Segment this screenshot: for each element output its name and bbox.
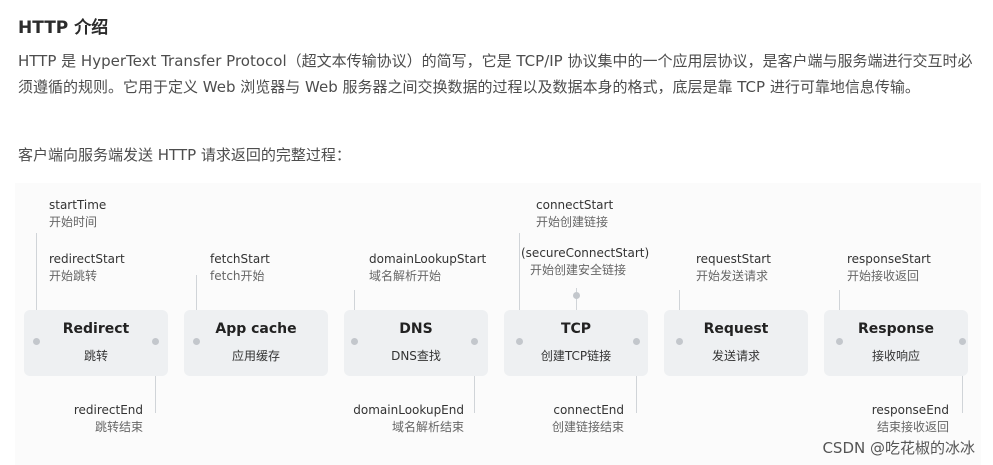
- event-desc: 开始时间: [49, 215, 98, 229]
- stage-redirect: Redirect 跳转: [24, 310, 168, 376]
- stage-dns: DNS DNS查找: [344, 310, 488, 376]
- event-response-start: responseStart 开始接收返回: [847, 251, 931, 285]
- process-intro-paragraph: 客户端向服务端发送 HTTP 请求返回的完整过程：: [18, 146, 351, 164]
- event-domain-lookup-start: domainLookupStart 域名解析开始: [369, 251, 486, 285]
- event-name: responseStart: [847, 252, 931, 266]
- event-name: requestStart: [696, 252, 771, 266]
- event-name: domainLookupStart: [369, 252, 487, 266]
- timing-dot: [152, 338, 159, 345]
- timing-dot: [351, 338, 358, 345]
- stage-subtitle: DNS查找: [391, 349, 441, 363]
- stage-title: Redirect: [62, 321, 130, 337]
- timeline-line-dns-end: [474, 341, 475, 413]
- timeline-line-response-end: [962, 341, 963, 413]
- page-title: HTTP 介绍: [18, 18, 109, 38]
- stage-subtitle: 接收响应: [871, 349, 920, 363]
- event-name: redirectStart: [49, 252, 125, 266]
- stage-request: Request 发送请求: [664, 310, 808, 376]
- stage-title: TCP: [560, 321, 592, 337]
- event-name: connectStart: [536, 198, 614, 212]
- timing-dot: [573, 292, 580, 299]
- event-connect-start: connectStart 开始创建链接: [536, 197, 613, 231]
- event-secure-connect-start: (secureConnectStart) 开始创建安全链接: [521, 245, 650, 279]
- timing-dot: [959, 338, 966, 345]
- event-name: domainLookupEnd: [353, 403, 464, 417]
- event-desc: 开始发送请求: [696, 269, 769, 283]
- timeline-line-redirect-end: [155, 341, 156, 413]
- intro-paragraph: HTTP 是 HyperText Transfer Protocol（超文本传输…: [18, 52, 973, 96]
- stage-subtitle: 创建TCP链接: [540, 349, 612, 363]
- stage-title: Request: [703, 321, 769, 337]
- event-desc: 创建链接结束: [551, 420, 624, 434]
- event-redirect-end: redirectEnd 跳转结束: [74, 402, 143, 436]
- timing-dot: [633, 338, 640, 345]
- stage-subtitle: 发送请求: [711, 349, 760, 363]
- event-response-end: responseEnd 结束接收返回: [872, 402, 949, 436]
- event-name: connectEnd: [553, 403, 624, 417]
- event-desc: 开始跳转: [49, 269, 98, 283]
- timeline-line-fetch: [196, 275, 197, 341]
- timing-dot: [676, 338, 683, 345]
- event-fetch-start: fetchStart fetch开始: [210, 251, 270, 285]
- timing-dot: [516, 338, 523, 345]
- event-name: startTime: [49, 198, 107, 212]
- stage-tcp: TCP 创建TCP链接: [504, 310, 648, 376]
- timing-dot: [836, 338, 843, 345]
- timeline-line-start: [36, 233, 37, 341]
- stage-title: Response: [857, 321, 935, 337]
- timeline-line-connect-end: [636, 341, 637, 413]
- event-redirect-start: redirectStart 开始跳转: [49, 251, 125, 285]
- event-start-time: startTime 开始时间: [49, 197, 106, 231]
- timing-dot: [471, 338, 478, 345]
- stage-subtitle: 跳转: [83, 349, 108, 363]
- event-domain-lookup-end: domainLookupEnd 域名解析结束: [353, 402, 464, 436]
- timing-dot: [33, 338, 40, 345]
- csdn-watermark: CSDN @吃花椒的冰冰: [822, 439, 975, 457]
- event-desc: 跳转结束: [94, 420, 143, 434]
- stage-subtitle: 应用缓存: [231, 349, 280, 363]
- event-desc: 结束接收返回: [876, 420, 949, 434]
- stage-response: Response 接收响应: [824, 310, 968, 376]
- timeline-line-secure: [576, 288, 577, 310]
- event-connect-end: connectEnd 创建链接结束: [552, 402, 624, 436]
- stage-title: App cache: [215, 321, 297, 337]
- stage-app-cache: App cache 应用缓存: [184, 310, 328, 376]
- event-name: (secureConnectStart): [521, 246, 650, 260]
- timing-dot: [193, 338, 200, 345]
- event-desc: fetch开始: [210, 269, 265, 283]
- event-name: responseEnd: [871, 403, 949, 417]
- event-desc: 域名解析开始: [369, 269, 442, 283]
- http-timing-diagram: Redirect 跳转 App cache 应用缓存 DNS DNS查找 TCP…: [15, 183, 981, 465]
- event-name: redirectEnd: [73, 403, 143, 417]
- event-desc: 开始创建安全链接: [529, 263, 626, 277]
- event-name: fetchStart: [210, 252, 270, 266]
- stage-title: DNS: [399, 321, 433, 337]
- event-desc: 域名解析结束: [391, 420, 464, 434]
- event-desc: 开始创建链接: [536, 215, 609, 229]
- event-request-start: requestStart 开始发送请求: [696, 251, 771, 285]
- timeline-line-connect-start: [519, 233, 520, 341]
- event-desc: 开始接收返回: [847, 269, 920, 283]
